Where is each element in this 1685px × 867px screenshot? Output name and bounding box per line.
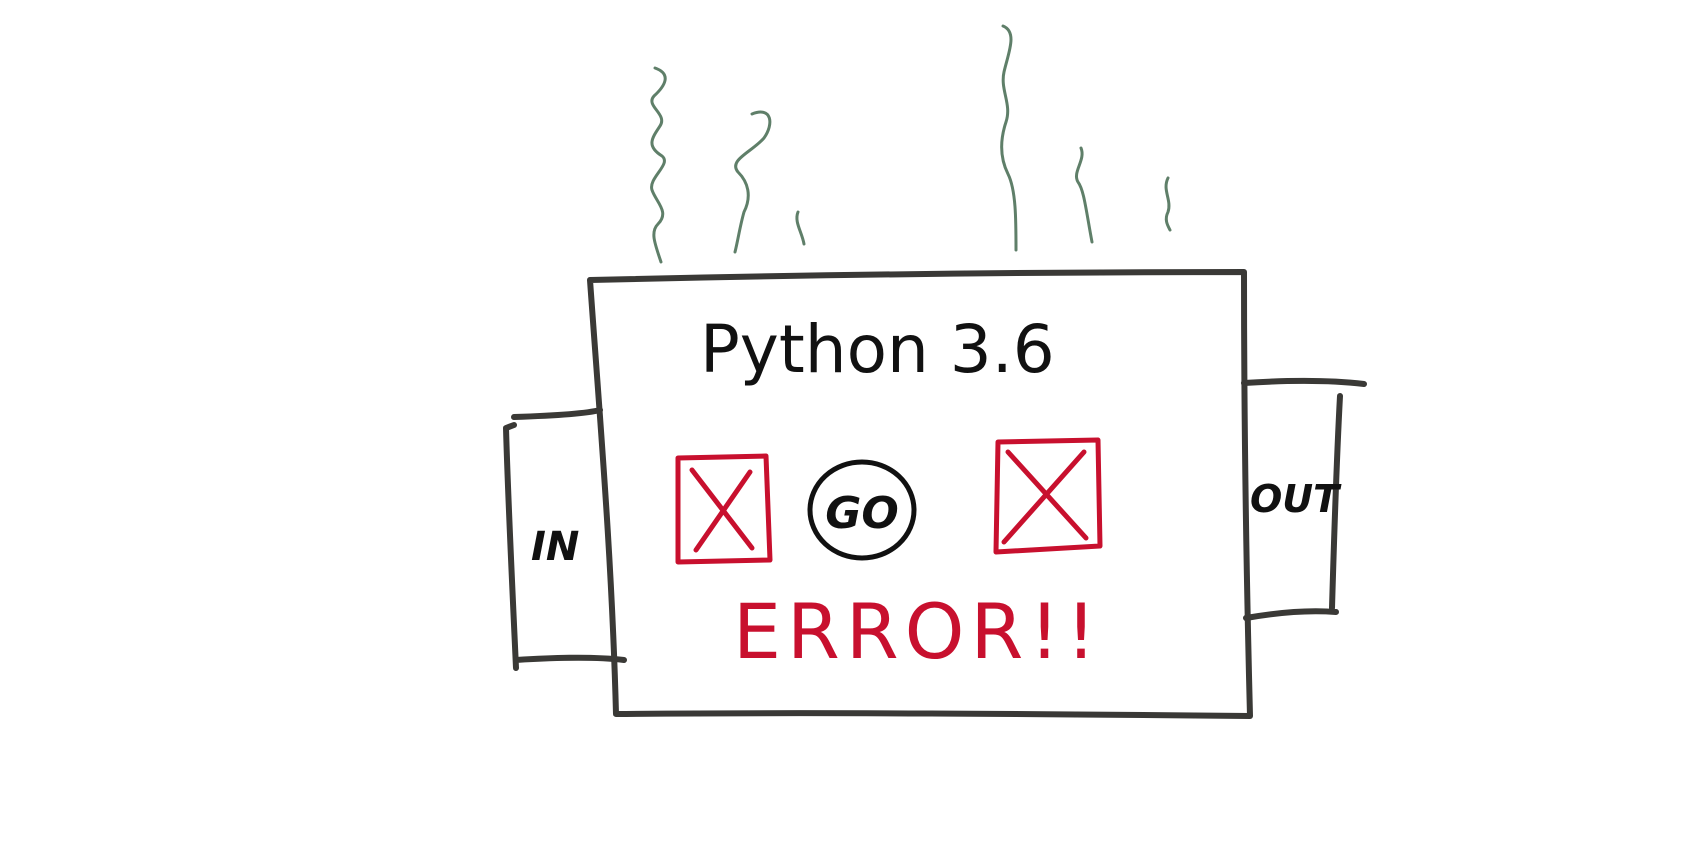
smoke-wisps: [650, 24, 1172, 264]
smoke-wisp-icon: [795, 210, 806, 246]
smoke-wisp-icon: [1075, 146, 1094, 244]
output-tray-label: OUT: [1250, 477, 1342, 521]
input-tray-label: IN: [531, 524, 579, 570]
output-tray: [1241, 377, 1367, 621]
go-label: GO: [825, 488, 899, 539]
right-x-box-icon: [993, 437, 1103, 555]
go-circle-icon: GO: [807, 459, 917, 561]
smoke-wisp-icon: [1164, 176, 1172, 232]
smoke-wisp-icon: [1000, 24, 1018, 252]
smoke-wisp-icon: [733, 110, 772, 254]
machine-box: [587, 269, 1253, 719]
machine-title: Python 3.6: [700, 311, 1055, 388]
left-x-box-icon: [675, 453, 773, 565]
error-text: ERROR!!: [733, 587, 1102, 676]
smoke-wisp-icon: [650, 66, 667, 264]
output-tray-outline: [1241, 377, 1367, 621]
